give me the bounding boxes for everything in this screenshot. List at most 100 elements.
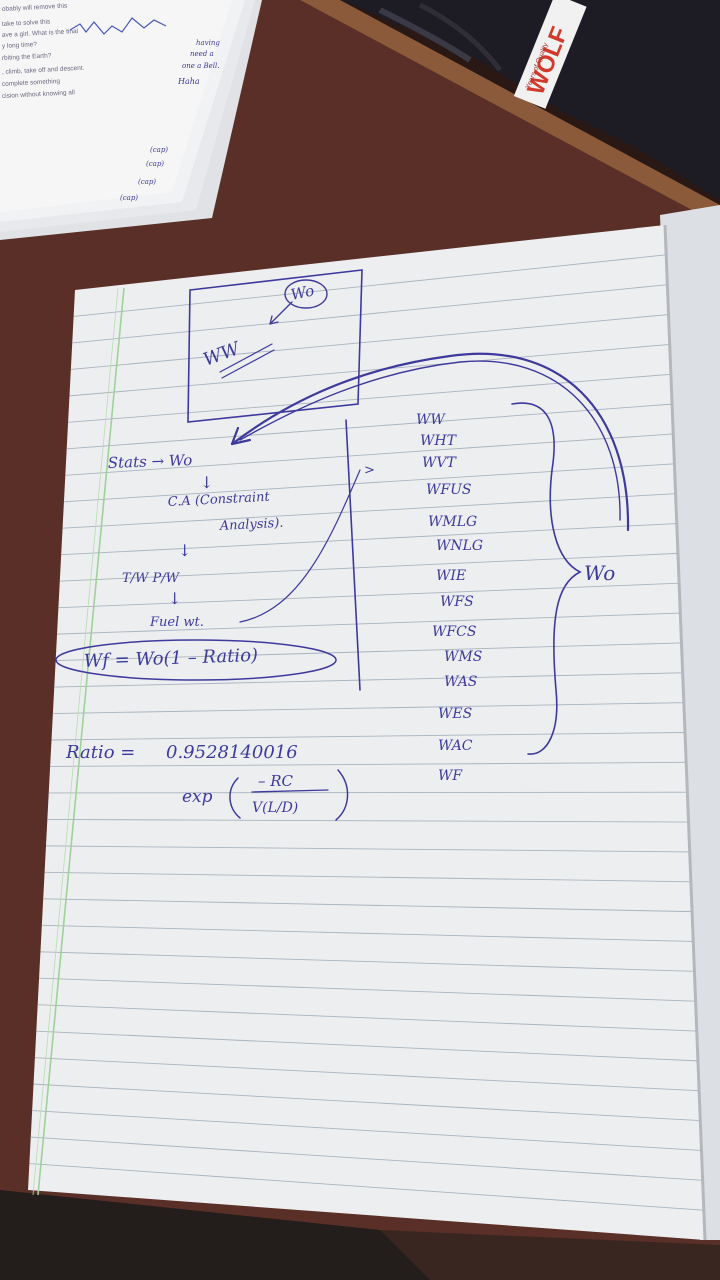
flow-ca-line2: Analysis). xyxy=(218,516,283,534)
fraction-bar xyxy=(251,789,329,793)
stack-tab-4: (cap) xyxy=(120,194,138,202)
page-rule-line xyxy=(62,493,676,529)
page-rules xyxy=(29,254,704,1211)
ww-underline-1 xyxy=(219,343,273,373)
weight-item: WIE xyxy=(436,568,466,584)
ratio-denominator: V(L/D) xyxy=(252,800,298,816)
weight-item: WAC xyxy=(438,738,473,754)
page-rule-line xyxy=(72,284,668,344)
ratio-value: 0.9528140016 xyxy=(166,742,298,763)
paper-line-6: , climb, take off and descent. xyxy=(2,65,85,76)
page-rule-line xyxy=(50,761,687,767)
list-brace xyxy=(511,402,582,755)
ratio-numerator: – RC xyxy=(258,772,294,790)
page-rule-line xyxy=(63,463,675,503)
page-rule-line xyxy=(55,642,682,662)
weight-item: WF xyxy=(438,768,463,784)
handwritten-notes: ↓ ↓ ↓ xyxy=(55,269,630,821)
notebook-page xyxy=(28,224,707,1241)
page-rule-line xyxy=(30,1136,703,1181)
weight-item: WMS xyxy=(444,649,482,665)
page-rule-line xyxy=(36,1030,698,1062)
page-margin-line-2 xyxy=(32,287,119,1196)
margin-note-4: Haha xyxy=(177,77,200,86)
page-rule-line xyxy=(37,1004,697,1032)
paper-stack: obably will remove this take to solve th… xyxy=(0,0,262,240)
ratio-exp: exp xyxy=(182,787,213,807)
page-rule-line xyxy=(52,702,684,714)
page-rule-line xyxy=(43,898,693,913)
weight-item: WFCS xyxy=(432,624,476,640)
weight-item: WFS xyxy=(440,594,474,610)
page-rule-line xyxy=(51,732,686,741)
flow-ca-line1: C.A (Constraint xyxy=(167,490,270,510)
exp-paren-right xyxy=(335,769,349,821)
diagram-arrow xyxy=(269,301,293,325)
stack-tab-2: (cap) xyxy=(146,160,164,168)
page-rule-line xyxy=(58,582,680,609)
stack-tab-3: (cap) xyxy=(138,178,156,186)
paper-line-4: y long time? xyxy=(2,41,38,50)
flow-arrow-2: ↓ xyxy=(178,541,191,560)
page-rule-line xyxy=(69,343,670,397)
floor-shadow xyxy=(0,1190,440,1280)
page-rule-line xyxy=(40,951,695,972)
page-rule-line xyxy=(34,1057,700,1092)
connector-arrow xyxy=(239,469,361,623)
paper-line-1: obably will remove this xyxy=(2,3,68,13)
margin-note-1: having xyxy=(196,39,220,47)
page-margin-line xyxy=(37,287,125,1196)
list-arrow: > xyxy=(364,463,375,478)
handwritten-text: WW Wo Stats → Wo C.A (Constraint Analysi… xyxy=(65,281,615,816)
column-divider xyxy=(345,419,361,691)
page-rule-line xyxy=(41,924,694,942)
page-rule-line xyxy=(44,871,691,883)
page-rule-line xyxy=(29,1163,704,1211)
floor-shadow-right xyxy=(380,1230,720,1280)
margin-note-3: one a Bell. xyxy=(182,62,219,70)
page-rule-line xyxy=(32,1110,702,1151)
flow-arrow-1: ↓ xyxy=(200,473,213,492)
paper-line-2: take to solve this xyxy=(2,18,51,28)
flow-fuel: Fuel wt. xyxy=(149,615,204,630)
page-rule-line xyxy=(57,612,681,635)
bag: WOLF Years of Quality xyxy=(340,0,720,200)
diagram-box xyxy=(187,269,363,423)
page-binding xyxy=(663,224,707,1241)
brace-label-wo: Wo xyxy=(584,561,615,585)
page-rule-line xyxy=(66,403,673,450)
paper-line-8: cision without knowing all xyxy=(2,89,76,100)
weight-item: WES xyxy=(438,706,472,722)
page-rule-line xyxy=(59,552,678,582)
page-rule-line xyxy=(39,977,696,1002)
paper-line-5: rbiting the Earth? xyxy=(2,52,52,62)
flow-stats: Stats → Wo xyxy=(108,451,193,472)
weight-item: WNLG xyxy=(436,538,483,554)
weight-item: WW xyxy=(416,412,446,428)
page-rule-line xyxy=(65,433,674,476)
ww-underline-2 xyxy=(221,349,275,379)
weight-item: WAS xyxy=(444,674,477,690)
page-rule-line xyxy=(54,672,683,688)
page-rule-line xyxy=(70,314,669,370)
weight-item: WHT xyxy=(420,433,458,449)
page-rule-line xyxy=(47,818,689,823)
page-rule-line xyxy=(73,254,667,317)
ratio-label: Ratio = xyxy=(65,742,135,763)
diagram-label-wo: Wo xyxy=(289,281,316,303)
margin-note-2: need a xyxy=(190,50,214,58)
formula-ellipse xyxy=(55,639,337,681)
exp-paren-left xyxy=(229,777,241,819)
big-curved-arrow xyxy=(230,352,630,532)
page-rule-line xyxy=(61,523,677,556)
stack-tab-1: (cap) xyxy=(150,146,168,154)
paper-line-7: complete something xyxy=(2,78,61,88)
page-rule-line xyxy=(33,1083,701,1122)
weight-item: WMLG xyxy=(428,514,477,530)
flow-arrow-3: ↓ xyxy=(168,589,181,608)
page-rule-line xyxy=(45,845,690,853)
paper-scribble xyxy=(69,17,167,35)
wo-bubble xyxy=(284,279,328,309)
weight-item: WVT xyxy=(422,455,458,471)
page-rule-line xyxy=(48,791,688,794)
